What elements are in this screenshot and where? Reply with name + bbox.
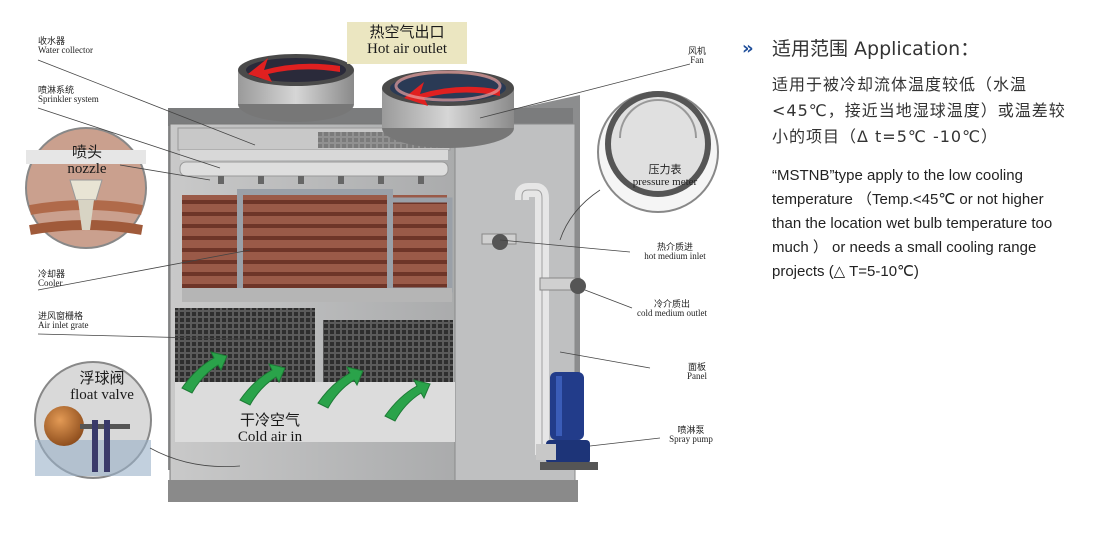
pressure-meter-inset bbox=[597, 91, 719, 213]
label-cold-air-in-en: Cold air in bbox=[237, 428, 303, 445]
bullet-icon: » bbox=[742, 38, 754, 59]
label-water-collector-zh: 收水器 bbox=[38, 36, 66, 46]
sprinkler-pipe bbox=[179, 161, 449, 184]
cooling-tower-diagram bbox=[25, 22, 719, 502]
application-panel: » 适用范围 Application： 适用于被冷却流体温度较低（水温 <45℃… bbox=[742, 34, 1092, 284]
label-cooler-en: Cooler bbox=[38, 278, 63, 289]
label-nozzle: 喷头 nozzle bbox=[52, 145, 122, 178]
label-cooler-zh: 冷却器 bbox=[38, 269, 66, 279]
label-nozzle-en: nozzle bbox=[67, 160, 107, 177]
label-panel-zh: 面板 bbox=[687, 362, 706, 372]
application-title: 适用范围 Application： bbox=[772, 38, 980, 60]
label-float-valve-zh: 浮球阀 bbox=[79, 371, 125, 387]
label-panel-en: Panel bbox=[687, 371, 707, 382]
hot-air-label-bg bbox=[347, 22, 467, 64]
label-panel: 面板 Panel bbox=[672, 362, 722, 382]
label-air-inlet-grate: 进风窗栅格 Air inlet grate bbox=[38, 311, 89, 331]
label-hot-air-outlet-en: Hot air outlet bbox=[367, 40, 447, 57]
label-hot-air-outlet-zh: 热空气出口 bbox=[369, 25, 445, 41]
label-fan-en: Fan bbox=[690, 55, 704, 66]
label-cold-air-in-zh: 干冷空气 bbox=[239, 413, 300, 429]
label-water-collector-en: Water collector bbox=[38, 45, 93, 56]
label-sprinkler-system: 喷淋系统 Sprinkler system bbox=[38, 85, 99, 105]
piping bbox=[481, 183, 586, 455]
label-float-valve-en: float valve bbox=[70, 386, 134, 403]
label-pressure-meter: 压力表 pressure meter bbox=[610, 164, 720, 188]
label-spray-pump-zh: 喷淋泵 bbox=[677, 425, 705, 435]
air-inlet-grate bbox=[175, 308, 455, 442]
leader-lines bbox=[37, 59, 691, 467]
hot-air-arrows bbox=[248, 58, 502, 106]
label-air-inlet-grate-zh: 进风窗栅格 bbox=[38, 311, 84, 321]
label-spray-pump-en: Spray pump bbox=[669, 434, 713, 445]
float-valve-inset bbox=[34, 361, 152, 479]
cold-air-arrows bbox=[181, 351, 431, 422]
label-nozzle-zh: 喷头 bbox=[71, 145, 102, 161]
label-hot-medium-inlet-en: hot medium inlet bbox=[644, 251, 706, 262]
label-cold-medium-outlet-zh: 冷介质出 bbox=[653, 299, 690, 309]
label-cold-air-in: 干冷空气 Cold air in bbox=[220, 413, 320, 446]
label-air-inlet-grate-en: Air inlet grate bbox=[38, 320, 89, 331]
label-cold-medium-outlet: 冷介质出 cold medium outlet bbox=[622, 299, 722, 319]
label-fan: 风机 Fan bbox=[672, 46, 722, 66]
application-header: » 适用范围 Application： bbox=[742, 34, 1092, 66]
fan-left bbox=[238, 54, 354, 122]
label-hot-medium-inlet: 热介质进 hot medium inlet bbox=[630, 242, 720, 262]
cooler-coils bbox=[182, 189, 453, 302]
nozzle-inset bbox=[25, 127, 147, 249]
label-cooler: 冷却器 Cooler bbox=[38, 269, 66, 289]
label-fan-zh: 风机 bbox=[687, 46, 706, 56]
label-pressure-meter-zh: 压力表 bbox=[648, 164, 682, 176]
label-hot-medium-inlet-zh: 热介质进 bbox=[656, 242, 693, 252]
label-sprinkler-system-zh: 喷淋系统 bbox=[38, 85, 75, 95]
application-description-en: “MSTNB”type apply to the low cooling tem… bbox=[772, 167, 1053, 280]
label-float-valve: 浮球阀 float valve bbox=[52, 371, 152, 404]
spray-pump bbox=[536, 372, 598, 470]
label-hot-air-outlet: 热空气出口 Hot air outlet bbox=[344, 25, 470, 58]
fan-right bbox=[382, 70, 514, 148]
label-pressure-meter-en: pressure meter bbox=[632, 175, 698, 188]
label-spray-pump: 喷淋泵 Spray pump bbox=[660, 425, 722, 445]
application-description-zh: 适用于被冷却流体温度较低（水温 <45℃，接近当地湿球温度）或温差较小的项目（Δ… bbox=[772, 75, 1066, 146]
label-cold-medium-outlet-en: cold medium outlet bbox=[637, 308, 707, 319]
label-water-collector: 收水器 Water collector bbox=[38, 36, 93, 56]
label-sprinkler-system-en: Sprinkler system bbox=[38, 94, 99, 105]
